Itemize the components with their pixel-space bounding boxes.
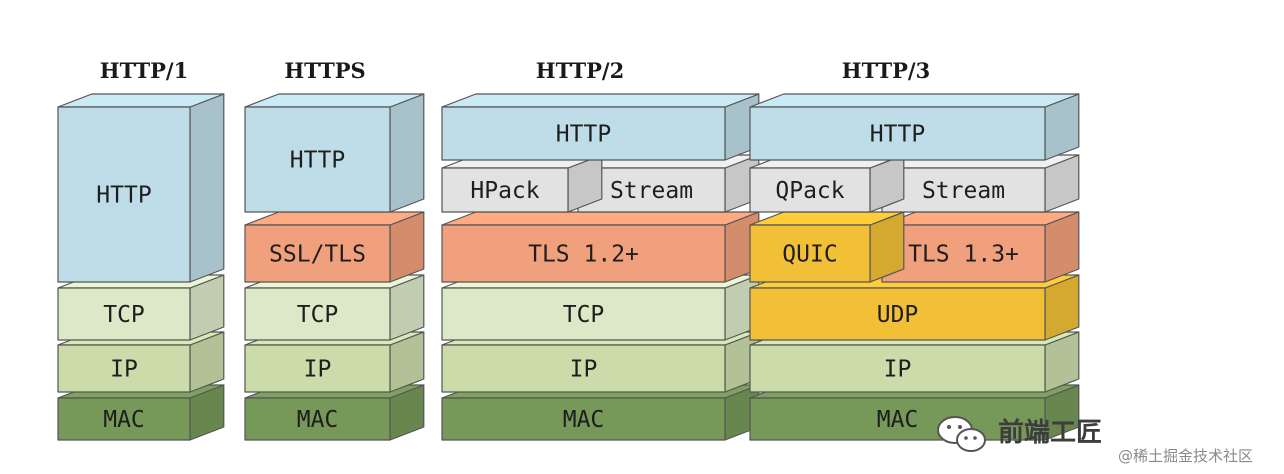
wechat-icon [937,416,986,452]
stack-block-gray: HPack [441,154,603,213]
stack-block-tls: SSL/TLS [244,211,425,283]
stack-block-gray: Stream [881,154,1080,213]
block-front-face [441,167,569,213]
block-label: TLS 1.3+ [908,242,1019,268]
stack-block-gray: Stream [577,154,760,213]
block-label: IP [110,357,138,383]
block-label: HPack [470,178,539,204]
stack-block-mac: MAC [441,384,760,441]
block-front-face [244,287,391,341]
block-front-face [244,344,391,393]
stack-block-ip: IP [244,331,425,393]
stack-block-mac: MAC [244,384,425,441]
block-front-face [441,397,726,441]
column-title-http2: HTTP/2 [535,58,625,83]
block-label: HTTP [290,148,345,174]
stack-block-tcp: TCP [244,274,425,341]
stack-block-ip: IP [57,331,225,393]
watermark-main: 前端工匠 [998,418,1103,448]
block-top-face [441,211,760,226]
block-top-face [749,93,1080,108]
stack-block-quic: QUIC [749,211,905,283]
block-label: HTTP [870,122,925,148]
block-front-face [244,106,391,213]
stack-block-tls: TLS 1.3+ [881,211,1080,283]
stack-block-mac: MAC [57,384,225,441]
block-label: QUIC [782,242,837,268]
stack-block-ip: IP [441,331,760,393]
block-front-face [57,344,191,393]
block-label: MAC [877,407,919,433]
block-label: TCP [103,302,145,328]
block-front-face [244,224,391,283]
block-front-face [57,106,191,283]
block-front-face [749,106,1046,161]
stack-block-http: HTTP [57,93,225,283]
block-label: TCP [297,302,339,328]
block-top-face [881,211,1080,226]
stack-block-http: HTTP [244,93,425,213]
block-front-face [749,287,1046,341]
stack-block-tcp: TCP [57,274,225,341]
block-label: Stream [610,178,693,204]
stack-block-gray: QPack [749,154,905,213]
block-front-face [749,167,871,213]
watermark-sub: @稀土掘金技术社区 [1118,447,1254,465]
block-side-face [389,93,425,213]
stack-block-ip: IP [749,331,1080,393]
block-side-face [189,93,225,283]
block-front-face [749,224,871,283]
block-label: SSL/TLS [269,242,366,268]
stack-block-http: HTTP [749,93,1080,161]
block-front-face [441,224,726,283]
block-label: IP [570,357,598,383]
column-title-http1: HTTP/1 [99,58,189,83]
stack-block-http: HTTP [441,93,760,161]
block-label: HTTP [96,183,151,209]
block-front-face [57,287,191,341]
block-label: Stream [922,178,1005,204]
block-label: UDP [877,302,919,328]
block-front-face [441,287,726,341]
block-front-face [441,106,726,161]
column-title-https: HTTPS [284,58,366,83]
block-label: IP [304,357,332,383]
column-title-http3: HTTP/3 [841,58,931,83]
stack-block-tcp: TCP [441,274,760,341]
block-label: MAC [103,407,145,433]
block-label: IP [884,357,912,383]
block-top-face [441,93,760,108]
block-front-face [244,397,391,441]
block-label: QPack [775,178,844,204]
stack-block-tls: TLS 1.2+ [441,211,760,283]
block-front-face [441,344,726,393]
block-label: MAC [297,407,339,433]
block-label: TCP [563,302,605,328]
block-label: HTTP [556,122,611,148]
block-label: MAC [563,407,605,433]
block-label: TLS 1.2+ [528,242,639,268]
stack-block-quic: UDP [749,274,1080,341]
block-front-face [57,397,191,441]
block-front-face [749,344,1046,393]
